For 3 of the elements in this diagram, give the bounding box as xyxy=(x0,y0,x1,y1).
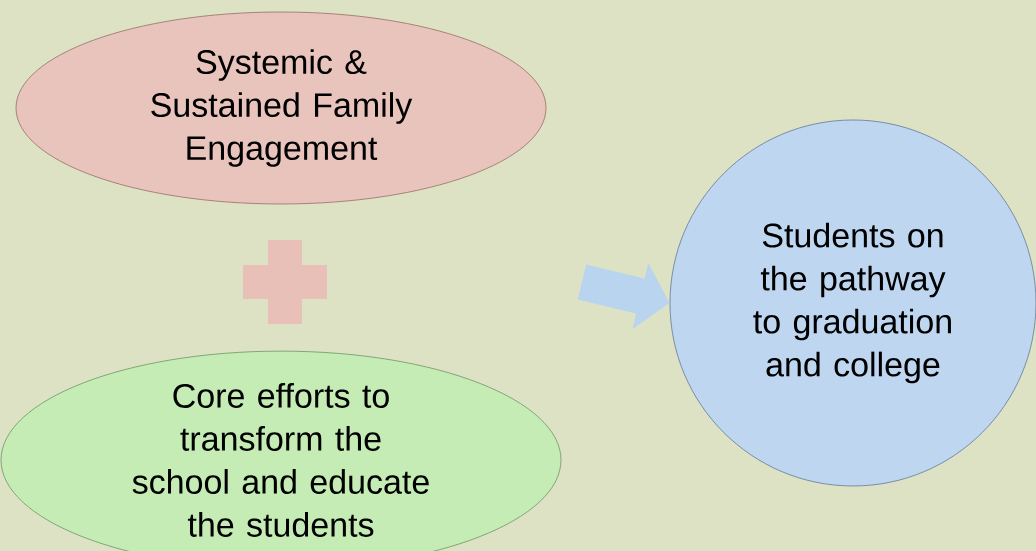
ellipse-node: Systemic & Sustained Family Engagement xyxy=(15,11,547,205)
ellipse-node: Core efforts to transform the school and educate the students xyxy=(0,350,562,551)
circle-node: Students on the pathway to graduation and college xyxy=(669,119,1036,487)
